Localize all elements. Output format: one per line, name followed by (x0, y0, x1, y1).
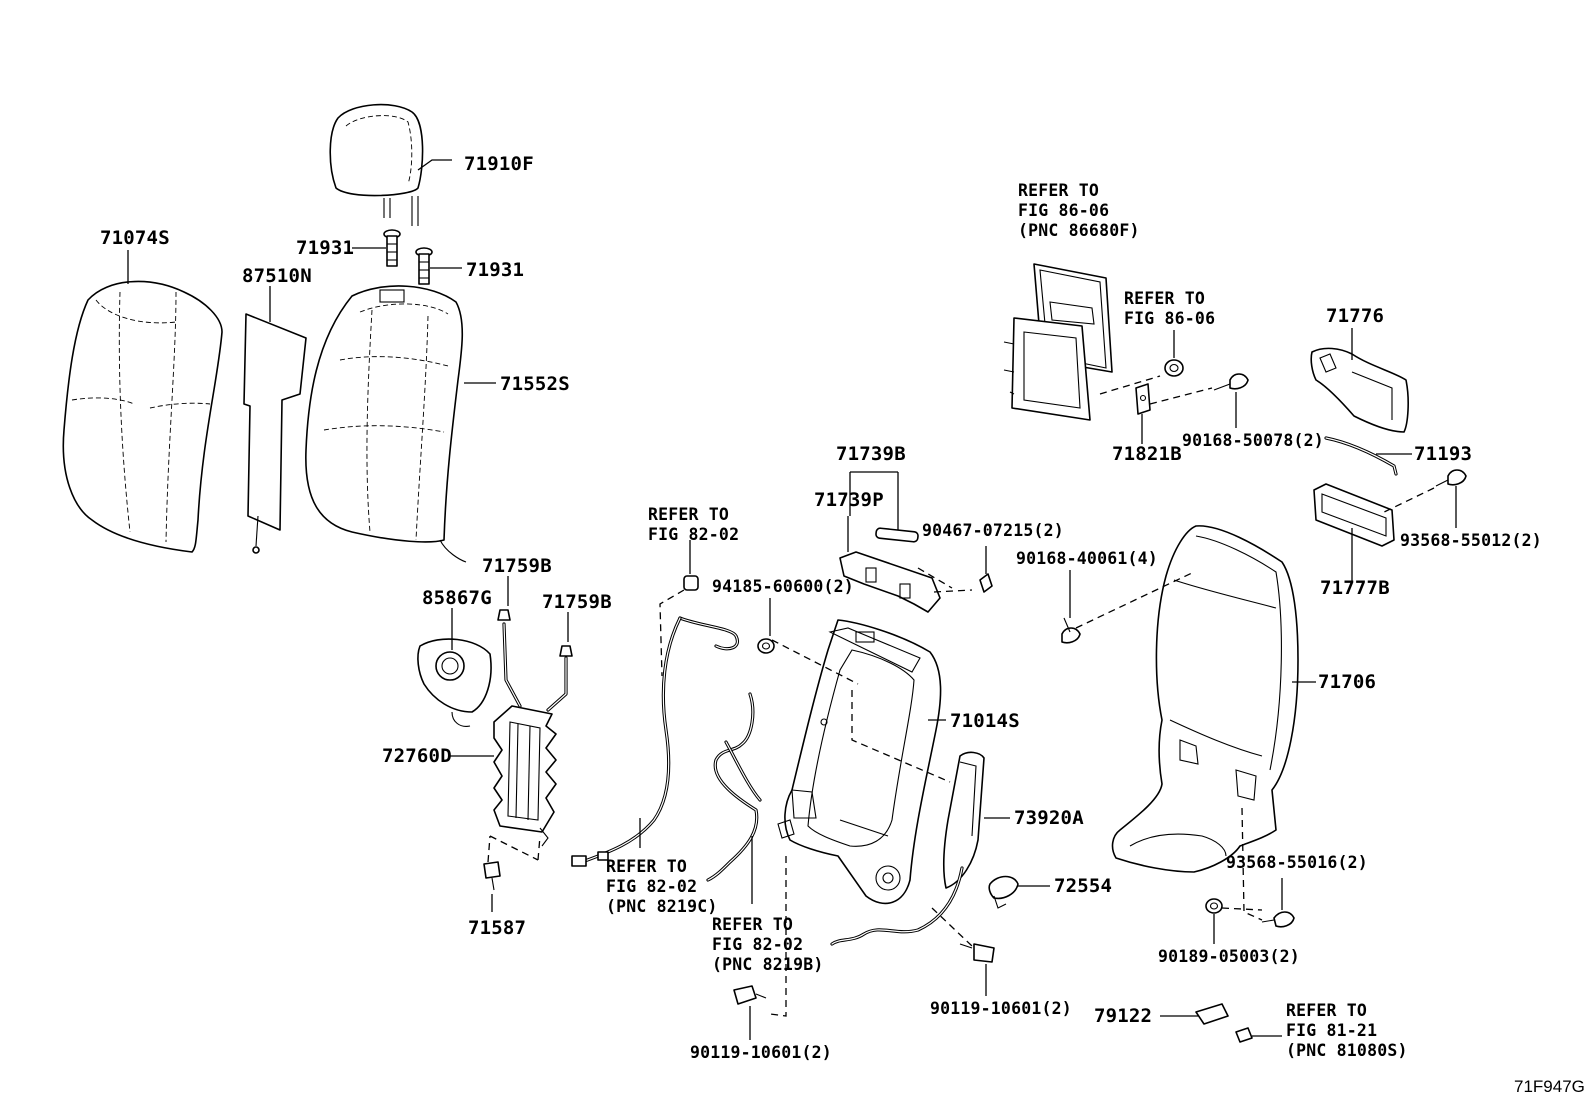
label-board-wire[interactable]: 71193 (1414, 443, 1472, 465)
svg-text:FIG 81-21: FIG 81-21 (1286, 1021, 1377, 1040)
label-bush[interactable]: 94185-60600(2) (712, 577, 854, 596)
board-cover-illustration[interactable] (1310, 347, 1409, 433)
label-headrest[interactable]: 71910F (464, 153, 534, 175)
note-refer-fig-82-02-8219c[interactable]: REFER TO FIG 82-02 (PNC 8219C) (606, 857, 717, 916)
svg-text:(PNC 86680F): (PNC 86680F) (1018, 221, 1140, 240)
frame-bolt-bottom-illustration[interactable] (733, 985, 767, 1005)
lumbar-switch-illustration[interactable] (417, 638, 492, 727)
label-headrest-support-left[interactable]: 71931 (296, 237, 354, 259)
label-lumbar-switch[interactable]: 85867G (422, 587, 492, 609)
label-garnish-screw[interactable]: 93568-55012(2) (1400, 531, 1542, 550)
svg-text:FIG 82-02: FIG 82-02 (712, 935, 803, 954)
figure-id: 71F947G (1514, 1077, 1585, 1096)
headrest-support-right-illustration[interactable] (415, 247, 433, 285)
nut-illustration[interactable] (1164, 359, 1184, 377)
label-back-board[interactable]: 71706 (1318, 671, 1376, 693)
seatback-pad-illustration[interactable] (305, 285, 467, 563)
label-seatback-frame[interactable]: 71014S (950, 710, 1020, 732)
monitor-screw-illustration[interactable] (1213, 373, 1249, 391)
bracket-upper-illustration[interactable] (875, 527, 919, 543)
seatback-pad-sheet-illustration[interactable] (243, 313, 307, 554)
label-lumbar-clip-left[interactable]: 71759B (482, 555, 552, 577)
note-refer-fig-82-02-top[interactable]: REFER TO FIG 82-02 (648, 505, 739, 544)
board-nut-illustration[interactable] (1205, 898, 1223, 914)
svg-text:FIG 86-06: FIG 86-06 (1018, 201, 1109, 220)
label-frame-bolt-bottom[interactable]: 90119-10601(2) (690, 1043, 832, 1062)
note-refer-fig-81-21[interactable]: REFER TO FIG 81-21 (PNC 81080S) (1286, 1001, 1408, 1060)
bracket-screw-illustration[interactable] (979, 573, 993, 593)
label-bracket-lower[interactable]: 71739P (814, 489, 884, 511)
board-screw-lower-illustration[interactable] (1261, 911, 1295, 928)
svg-text:REFER TO: REFER TO (712, 915, 793, 934)
seatback-frame-illustration[interactable] (777, 619, 942, 905)
frame-bolt-right-illustration[interactable] (959, 943, 995, 963)
connector-illustration[interactable] (1195, 1003, 1253, 1043)
lumbar-clip-right-illustration[interactable] (559, 645, 573, 657)
board-wire-illustration[interactable] (1324, 436, 1398, 476)
note-refer-fig-86-06[interactable]: REFER TO FIG 86-06 (1124, 289, 1215, 328)
back-board-illustration[interactable] (1111, 525, 1299, 873)
wire-harness-left-illustration[interactable] (571, 575, 762, 882)
label-board-screw-lower[interactable]: 93568-55016(2) (1226, 853, 1368, 872)
svg-text:(PNC 8219B): (PNC 8219B) (712, 955, 823, 974)
bush-illustration[interactable] (757, 638, 775, 654)
side-airbag-illustration[interactable] (830, 751, 985, 946)
garnish-screw-illustration[interactable] (1435, 469, 1467, 487)
bracket-lower-illustration[interactable] (839, 551, 941, 613)
svg-text:(PNC 81080S): (PNC 81080S) (1286, 1041, 1408, 1060)
label-lumbar-clip-right[interactable]: 71759B (542, 591, 612, 613)
svg-text:REFER TO: REFER TO (1124, 289, 1205, 308)
label-seatback-pad[interactable]: 71552S (500, 373, 570, 395)
svg-text:FIG 82-02: FIG 82-02 (606, 877, 697, 896)
seatback-cover-illustration[interactable] (62, 280, 223, 553)
note-refer-fig-86-06-pnc[interactable]: REFER TO FIG 86-06 (PNC 86680F) (1018, 181, 1140, 240)
label-board-nut[interactable]: 90189-05003(2) (1158, 947, 1300, 966)
label-connector[interactable]: 79122 (1094, 1005, 1152, 1027)
label-lumbar-retainer[interactable]: 71587 (468, 917, 526, 939)
monitor-assembly-illustration[interactable] (1003, 263, 1113, 421)
label-bracket-screw[interactable]: 90467-07215(2) (922, 521, 1064, 540)
label-clip[interactable]: 72554 (1054, 875, 1112, 897)
label-lumbar-support[interactable]: 72760D (382, 745, 452, 767)
headrest-support-left-illustration[interactable] (383, 229, 401, 267)
note-refer-fig-82-02-8219b[interactable]: REFER TO FIG 82-02 (PNC 8219B) (712, 915, 823, 974)
svg-text:REFER TO: REFER TO (606, 857, 687, 876)
label-seatback-cover[interactable]: 71074S (100, 227, 170, 249)
label-board-garnish[interactable]: 71777B (1320, 577, 1390, 599)
svg-text:REFER TO: REFER TO (1286, 1001, 1367, 1020)
label-monitor-screw[interactable]: 90168-50078(2) (1182, 431, 1324, 450)
label-board-screw[interactable]: 90168-40061(4) (1016, 549, 1158, 568)
label-frame-bolt-right[interactable]: 90119-10601(2) (930, 999, 1072, 1018)
clip-illustration[interactable] (988, 875, 1019, 909)
label-monitor-bracket[interactable]: 71821B (1112, 443, 1182, 465)
label-seatback-pad-sheet[interactable]: 87510N (242, 265, 312, 287)
lumbar-clip-left-illustration[interactable] (497, 609, 511, 621)
lumbar-support-illustration[interactable] (493, 622, 568, 847)
svg-text:REFER TO: REFER TO (648, 505, 729, 524)
label-bracket-upper[interactable]: 71739B (836, 443, 906, 465)
monitor-bracket-illustration[interactable] (1135, 383, 1151, 415)
svg-text:REFER TO: REFER TO (1018, 181, 1099, 200)
svg-text:FIG 86-06: FIG 86-06 (1124, 309, 1215, 328)
svg-text:(PNC 8219C): (PNC 8219C) (606, 897, 717, 916)
label-headrest-support-right[interactable]: 71931 (466, 259, 524, 281)
board-garnish-illustration[interactable] (1313, 483, 1395, 547)
label-side-airbag[interactable]: 73920A (1014, 807, 1084, 829)
svg-text:FIG 82-02: FIG 82-02 (648, 525, 739, 544)
board-screw-illustration[interactable] (1061, 617, 1081, 644)
lumbar-retainer-illustration[interactable] (483, 861, 501, 891)
headrest-illustration[interactable] (329, 103, 424, 226)
label-board-cover[interactable]: 71776 (1326, 305, 1384, 327)
